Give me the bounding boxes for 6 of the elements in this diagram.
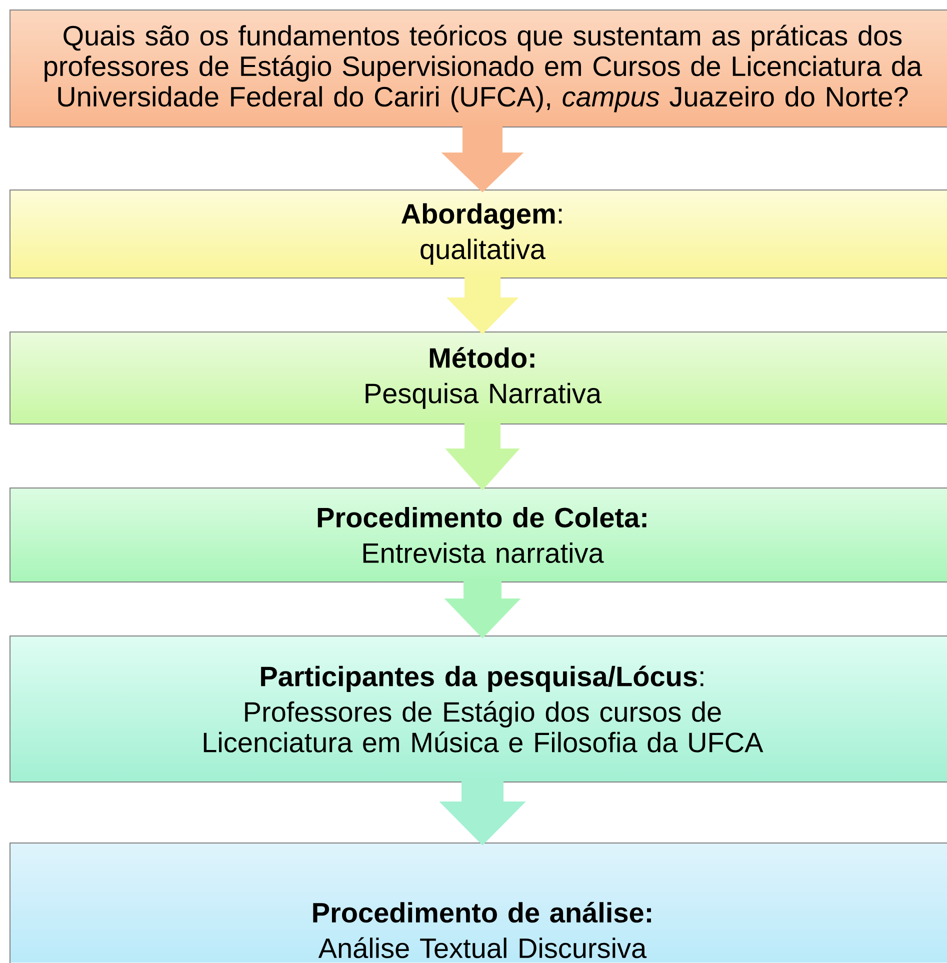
process-box: Participantes da pesquisa/Lócus: Professores de Estágio dos cursos de Licenciatura em Música e Filosofia da UFCA [10,636,947,782]
process-box: Procedimento de Coleta: Entrevista narrativa [10,488,947,582]
process-box: Procedimento de análise: Análise Textual Discursiva [10,842,947,963]
process-box: Quais são os fundamentos teóricos que sustentam as práticas dos professores de Estágio Supervisionado em Cursos de Licenciatura da Universidade Federal do Cariri (UFCA), campus Juazeiro do Norte? [10,10,947,128]
process-box: Método: Pesquisa Narrativa [10,332,947,424]
process-box: Abordagem: qualitativa [10,190,947,278]
